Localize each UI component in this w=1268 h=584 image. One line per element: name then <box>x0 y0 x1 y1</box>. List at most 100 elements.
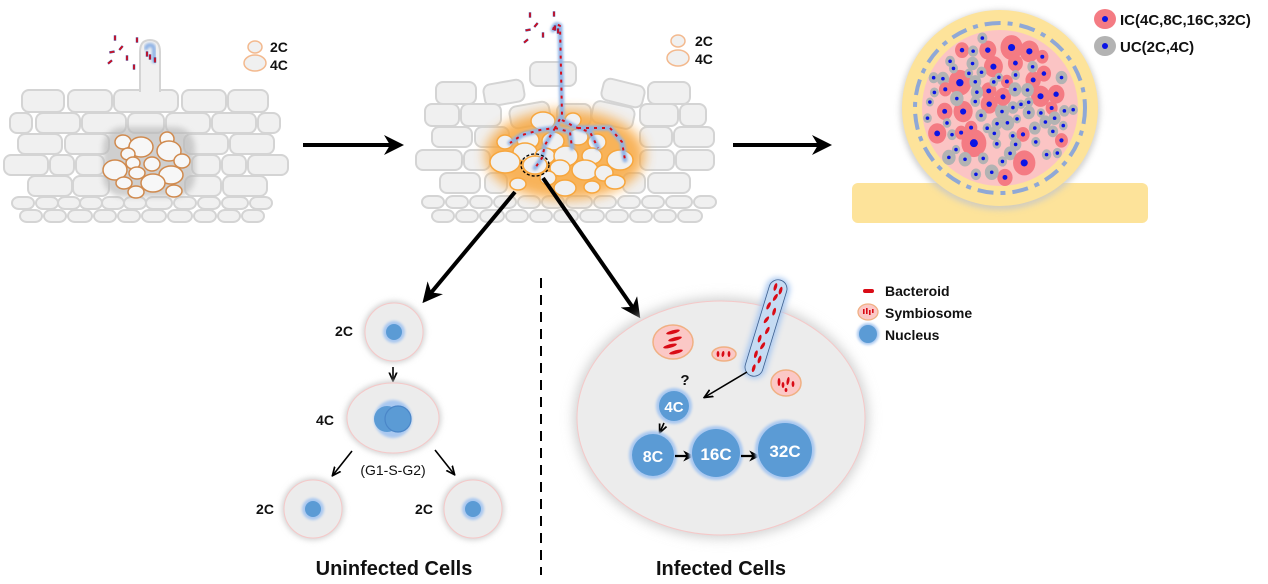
nucleus-dot <box>1013 60 1018 66</box>
uc-daughter-left: 2C <box>256 478 344 540</box>
bacteroid-icon <box>863 289 874 293</box>
bacterium <box>109 50 115 54</box>
bacterium <box>552 11 556 17</box>
cortex-cell <box>67 89 113 113</box>
nucleus-dot <box>970 61 975 66</box>
nucleus-dot <box>985 47 991 53</box>
dividing-cell <box>143 156 161 172</box>
nucleus-dot <box>1059 138 1064 143</box>
nucleus-dot <box>948 59 952 64</box>
cortex-cell <box>677 209 703 223</box>
nucleus-dot <box>971 49 975 53</box>
bacteria-cluster <box>107 35 157 70</box>
bacteroid <box>778 286 783 295</box>
nucleus-dot <box>960 108 967 115</box>
cortex-cell <box>639 103 679 127</box>
nucleus-dot <box>931 75 936 80</box>
dividing-cell <box>509 177 527 191</box>
nucleus-dot <box>1025 88 1030 92</box>
cortex-cell <box>435 81 477 105</box>
nucleus-dot <box>995 121 999 126</box>
nucleus-dot <box>991 80 996 84</box>
bacteroid <box>765 326 770 335</box>
cortex-cell <box>229 133 275 155</box>
bacterium <box>153 57 157 63</box>
bacterium <box>523 38 529 44</box>
nucleus-dot <box>995 142 999 146</box>
cortex-cell <box>21 89 65 113</box>
cortex-cell <box>505 209 529 223</box>
cortex-cell <box>593 195 617 209</box>
bacteroid <box>663 343 677 349</box>
nucleus-dot <box>1052 116 1057 121</box>
nucleus-dot <box>959 130 964 135</box>
uc-daughter-right: 2C <box>415 478 504 540</box>
nucleus-dot <box>1000 159 1005 164</box>
nucleus-dot <box>973 79 978 84</box>
nucleus-dot <box>986 101 992 107</box>
dividing-cell <box>115 176 133 190</box>
nucleus-dot <box>979 70 984 75</box>
nucleus-label: Nucleus <box>885 327 940 343</box>
dividing-cell <box>604 174 626 190</box>
cortex-cell <box>647 172 691 194</box>
ploidy-legend-panel1: 2C 4C <box>243 39 288 73</box>
nucleus-dot <box>1004 79 1009 84</box>
nucleus-dot <box>975 90 979 94</box>
nucleus-4c <box>384 405 412 433</box>
nucleus-dot <box>1013 87 1017 92</box>
nucleus-dot <box>1030 64 1035 69</box>
nucleus-dot <box>951 66 956 71</box>
bacteroid <box>751 364 756 373</box>
dividing-cortical-cells <box>102 127 195 199</box>
cortex-cell <box>35 196 59 210</box>
nucleus-32c: 32C <box>755 420 815 480</box>
nucleus-dot <box>974 172 978 177</box>
cortex-cell <box>191 154 221 176</box>
nucleus-label: 8C <box>643 449 664 466</box>
ploidy-label: 2C <box>415 501 433 517</box>
cortex-cell <box>249 196 273 210</box>
bacteroid <box>760 342 766 350</box>
selected-cell-highlight <box>520 153 550 177</box>
cortex-cell <box>181 89 227 113</box>
infection-thread <box>507 11 628 171</box>
nucleus-icon <box>857 323 879 345</box>
nucleus-dot <box>950 132 954 137</box>
cortex-cell <box>460 103 502 127</box>
bacterium <box>118 45 124 51</box>
bacterium <box>553 25 557 31</box>
nucleus-dot <box>1026 48 1033 55</box>
symbiosome-icon <box>857 303 879 321</box>
nucleus-dot <box>932 90 937 95</box>
nucleus-dot <box>947 155 951 160</box>
bacterium <box>533 22 539 28</box>
bacteroid <box>666 329 680 335</box>
nucleus-dot <box>1044 152 1049 157</box>
nucleus-16c: 16C <box>689 426 743 480</box>
cortex-cell <box>617 195 641 209</box>
cortex-cell <box>653 209 677 223</box>
bacteroid <box>781 382 785 388</box>
cell-cycle-label: (G1-S-G2) <box>360 462 425 478</box>
nucleus-dot <box>941 76 945 81</box>
cell-type-legend: IC(4C,8C,16C,32C) UC(2C,4C) <box>1094 9 1251 56</box>
bacterium <box>541 32 545 38</box>
nucleus-dot <box>1013 142 1018 147</box>
bacteroid <box>716 351 720 357</box>
cortex-cell <box>3 154 49 176</box>
dividing-cell <box>102 159 128 181</box>
uc-replicated-4c: 4C (G1-S-G2) <box>316 381 441 478</box>
bacterium <box>125 55 129 61</box>
nucleus-dot <box>969 139 978 148</box>
nucleus-dot <box>1055 151 1060 155</box>
ploidy-legend-panel2: 2C 4C <box>666 33 713 67</box>
nucleus-dot <box>1008 43 1016 52</box>
ploidy-label: 2C <box>256 501 274 517</box>
cortex-cell <box>221 154 247 176</box>
root-hair <box>107 35 161 92</box>
bacteroid <box>668 336 682 342</box>
panel-early-infection: 2C 4C <box>3 35 289 223</box>
cortex-cell <box>605 209 629 223</box>
